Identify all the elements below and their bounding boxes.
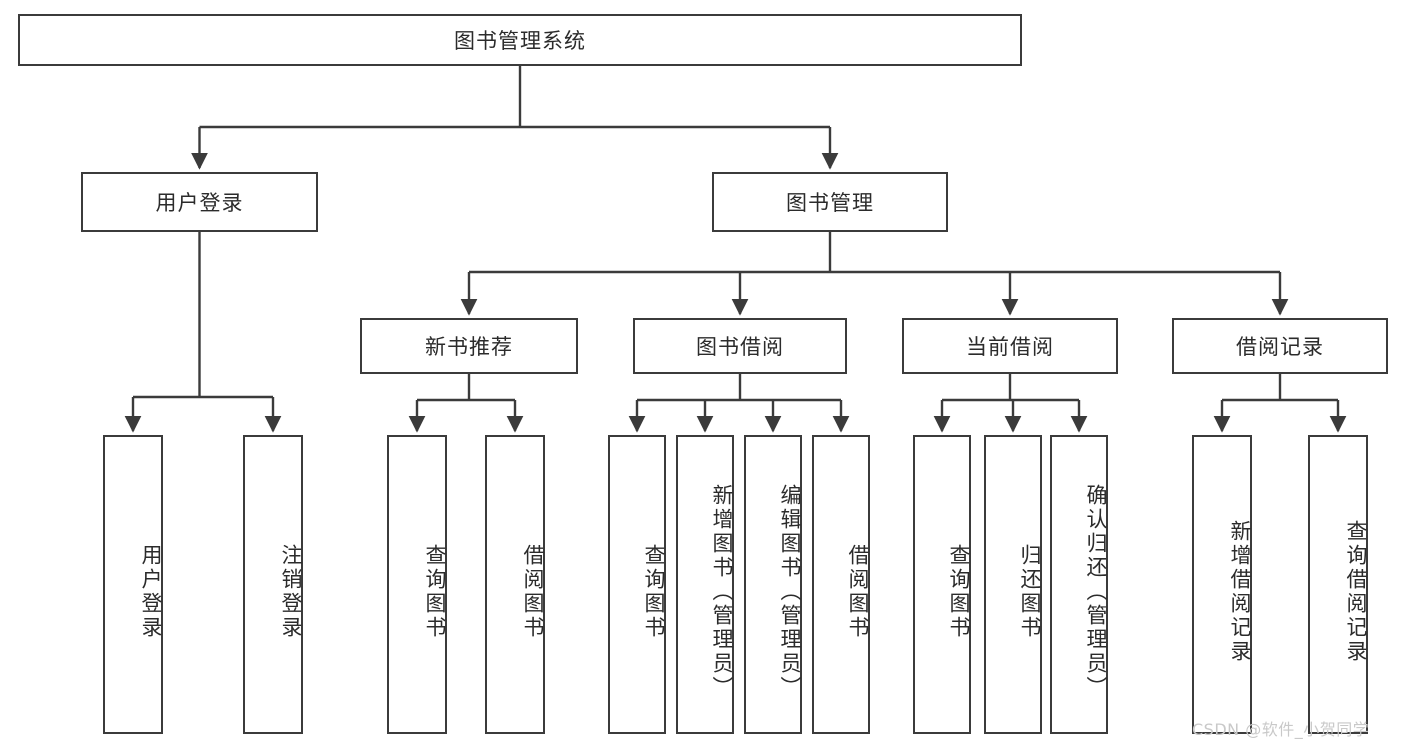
leaf-node-12[interactable]: 查询借阅记录 — [1308, 435, 1368, 734]
leaf-node-4[interactable]: 查询图书 — [608, 435, 666, 734]
leaf-node-9[interactable]: 归还图书 — [984, 435, 1042, 734]
node-label: 用户登录 — [139, 543, 163, 640]
node-label: 确认归还（管理员） — [1084, 483, 1108, 700]
node-label: 查询图书 — [642, 543, 666, 640]
node-label: 编辑图书（管理员） — [778, 483, 802, 700]
node-label: 当前借阅 — [966, 335, 1054, 359]
root-node[interactable]: 图书管理系统 — [18, 14, 1022, 66]
leaf-node-10[interactable]: 确认归还（管理员） — [1050, 435, 1108, 734]
node-label: 借阅图书 — [846, 543, 870, 640]
level3-node-1[interactable]: 图书借阅 — [633, 318, 847, 374]
leaf-node-2[interactable]: 查询图书 — [387, 435, 447, 734]
node-label: 借阅图书 — [521, 543, 545, 640]
level3-node-3[interactable]: 借阅记录 — [1172, 318, 1388, 374]
node-label: 图书管理 — [786, 191, 874, 215]
node-label: 图书管理系统 — [454, 29, 586, 53]
leaf-node-8[interactable]: 查询图书 — [913, 435, 971, 734]
node-label: 新增图书（管理员） — [710, 483, 734, 700]
leaf-node-3[interactable]: 借阅图书 — [485, 435, 545, 734]
node-label: 图书借阅 — [696, 335, 784, 359]
node-label: 借阅记录 — [1236, 335, 1324, 359]
leaf-node-7[interactable]: 借阅图书 — [812, 435, 870, 734]
leaf-node-0[interactable]: 用户登录 — [103, 435, 163, 734]
node-label: 注销登录 — [279, 543, 303, 640]
leaf-node-1[interactable]: 注销登录 — [243, 435, 303, 734]
node-label: 查询图书 — [947, 543, 971, 640]
node-label: 新书推荐 — [425, 335, 513, 359]
node-label: 归还图书 — [1018, 543, 1042, 640]
level3-node-2[interactable]: 当前借阅 — [902, 318, 1118, 374]
leaf-node-11[interactable]: 新增借阅记录 — [1192, 435, 1252, 734]
node-label: 查询借阅记录 — [1344, 519, 1368, 664]
leaf-node-5[interactable]: 新增图书（管理员） — [676, 435, 734, 734]
level2-node-0[interactable]: 用户登录 — [81, 172, 318, 232]
node-label: 查询图书 — [423, 543, 447, 640]
level2-node-1[interactable]: 图书管理 — [712, 172, 948, 232]
leaf-node-6[interactable]: 编辑图书（管理员） — [744, 435, 802, 734]
watermark-label: CSDN @软件_小贺同学 — [1192, 720, 1370, 739]
node-label: 新增借阅记录 — [1228, 519, 1252, 664]
node-label: 用户登录 — [155, 191, 244, 215]
level3-node-0[interactable]: 新书推荐 — [360, 318, 578, 374]
